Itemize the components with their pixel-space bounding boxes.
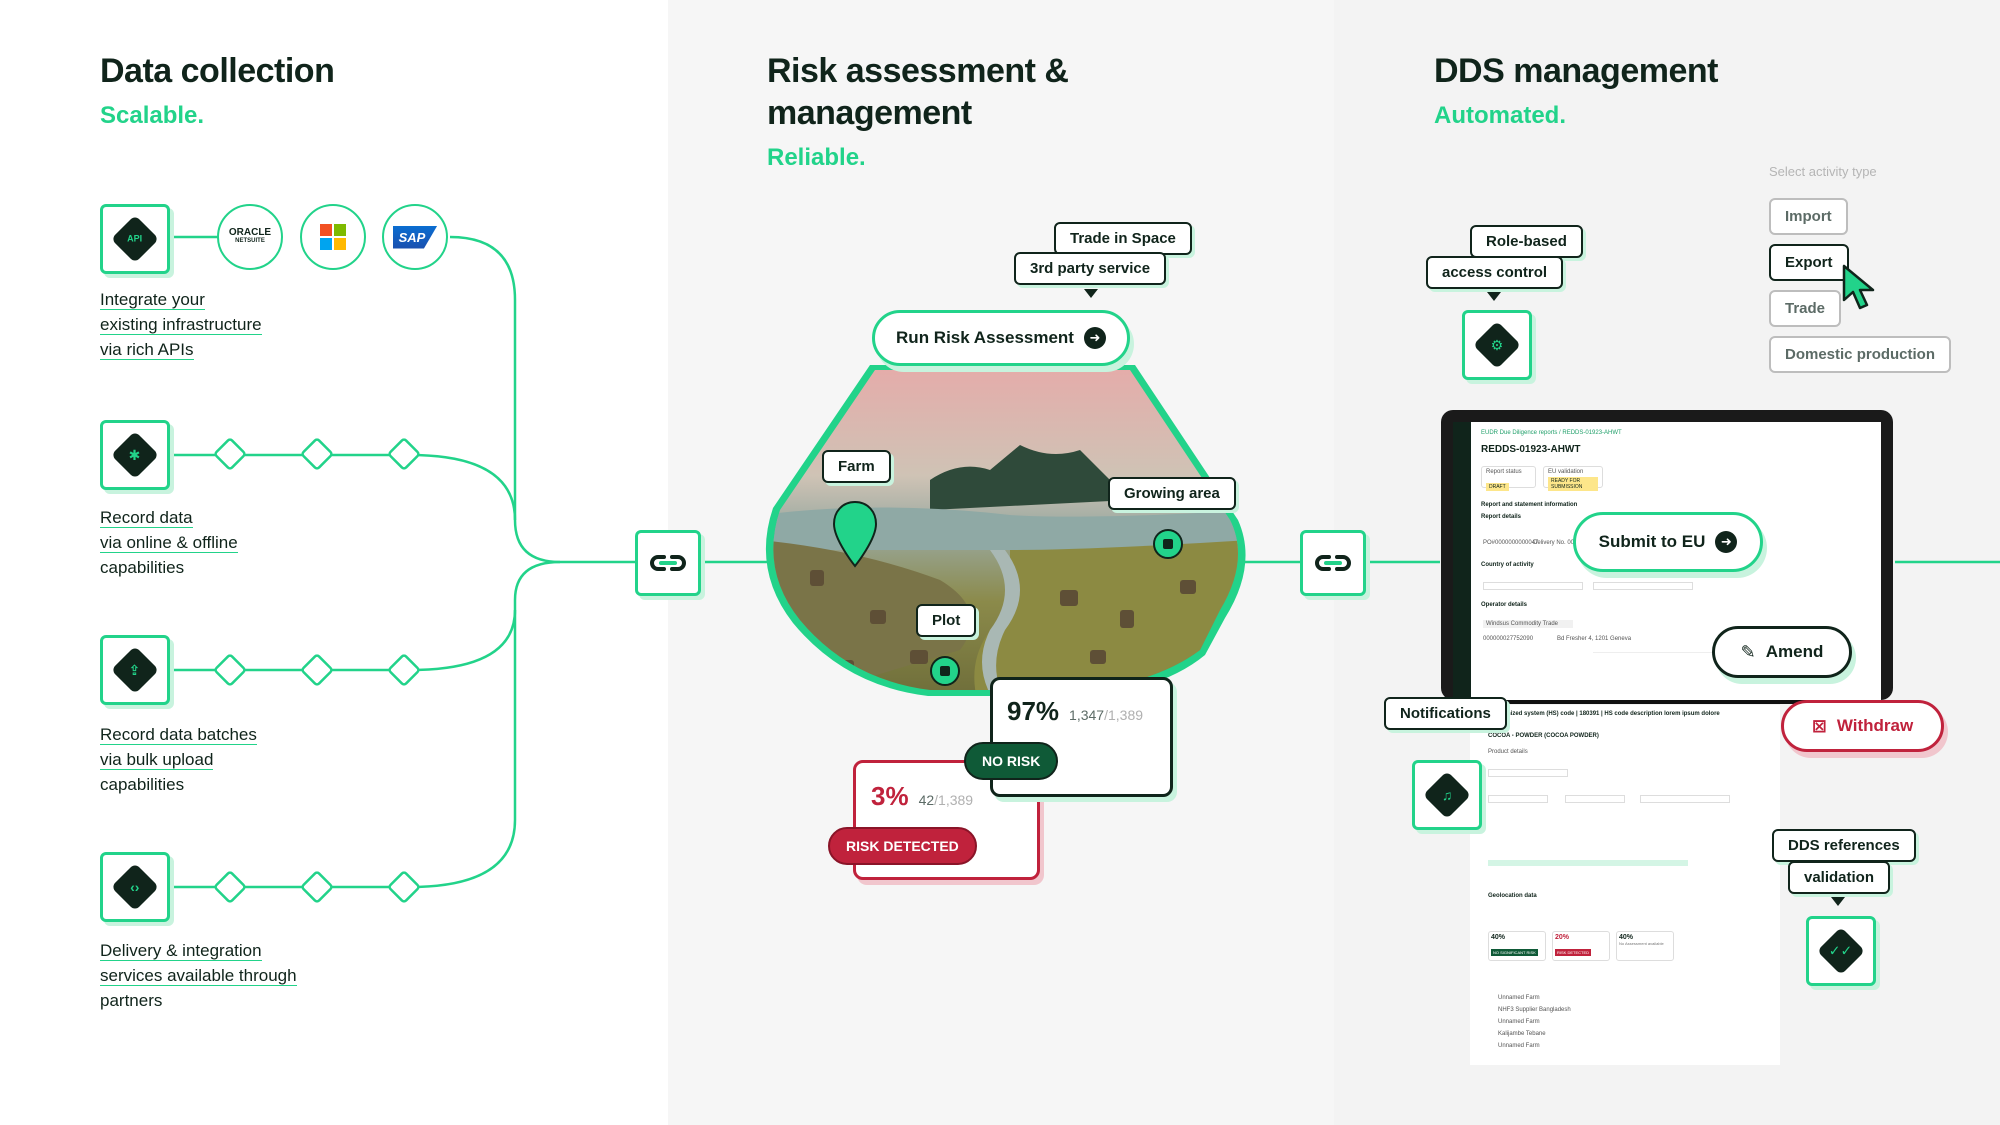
edit-doc-icon: ✎ (1740, 641, 1756, 662)
api-tile[interactable]: API (100, 204, 170, 274)
link-hub-1[interactable] (635, 530, 701, 596)
row-desc-api: Integrate your existing infrastructure v… (100, 290, 262, 360)
activity-option-import[interactable]: Import (1769, 198, 1848, 235)
no-risk-percent: 97% (1007, 696, 1060, 726)
column-title-dds: DDS management (1434, 52, 1718, 90)
column-subtitle-reliable: Reliable. (767, 144, 866, 171)
record-tile[interactable]: ✱ (100, 420, 170, 490)
screen-report-id: REDDS-01923-AHWT (1481, 444, 1581, 455)
tag-pointer (1487, 292, 1501, 301)
double-check-icon: ✓✓ (1816, 926, 1866, 976)
no-risk-count: 1,347 (1069, 707, 1105, 723)
arrow-right-icon: ➜ (1083, 327, 1106, 349)
row-desc-batches: Record data batches via bulk upload capa… (100, 725, 257, 794)
submit-to-eu-button[interactable]: Submit to EU ➜ (1573, 512, 1763, 572)
column-title-risk: Risk assessment & management (767, 52, 1069, 132)
batch-upload-tile[interactable]: ⇪ (100, 635, 170, 705)
arrow-right-icon: ➜ (1715, 531, 1738, 553)
oracle-netsuite-logo: ORACLE NETSUITE (217, 204, 283, 270)
activity-option-export[interactable]: Export (1769, 244, 1849, 281)
column-subtitle-scalable: Scalable. (100, 102, 205, 129)
dds-document: Harmonized system (HS) code | 180391 | H… (1470, 705, 1780, 1065)
user-gear-icon: ⚙ (1472, 320, 1522, 370)
row-desc-delivery: Delivery & integration services availabl… (100, 941, 297, 1010)
no-risk-badge: NO RISK (964, 742, 1059, 780)
access-control-tile[interactable]: ⚙ (1462, 310, 1532, 380)
run-risk-assessment-button[interactable]: Run Risk Assessment ➜ (872, 310, 1130, 366)
plot-marker-icon (930, 656, 960, 686)
risk-detected-percent: 3% (871, 781, 909, 811)
dds-validation-tile[interactable]: ✓✓ (1806, 916, 1876, 986)
notifications-tile[interactable]: ♫ (1412, 760, 1482, 830)
row-nodes (214, 438, 420, 903)
activity-option-domestic[interactable]: Domestic production (1769, 336, 1952, 373)
map-label-farm: Farm (822, 450, 891, 483)
screen-breadcrumb: EUDR Due Diligence reports / REDDS-01923… (1481, 430, 1622, 436)
tag-trade-in-space: Trade in Space (1054, 222, 1192, 255)
farm-pin-icon (832, 500, 878, 568)
map-label-plot: Plot (916, 604, 977, 637)
withdraw-doc-icon: ⊠ (1811, 715, 1827, 736)
integration-tile[interactable]: ‹› (100, 852, 170, 922)
sap-logo: SAP (382, 204, 448, 270)
tag-third-party: 3rd party service (1014, 252, 1167, 285)
amend-button[interactable]: ✎ Amend (1712, 626, 1852, 678)
column-title-data-collection: Data collection (100, 52, 335, 90)
withdraw-button[interactable]: ⊠ Withdraw (1781, 700, 1944, 752)
microsoft-logo (300, 204, 366, 270)
row-desc-record: Record data via online & offline capabil… (100, 508, 238, 577)
link-hub-2[interactable] (1300, 530, 1366, 596)
column-subtitle-automated: Automated. (1434, 102, 1566, 129)
tag-pointer (1084, 289, 1098, 298)
tag-access-control: access control (1426, 256, 1564, 289)
activity-type-label: Select activity type (1769, 164, 1877, 179)
tag-role-based: Role-based (1470, 225, 1583, 258)
tag-dds-references: DDS references (1772, 829, 1916, 862)
map-label-growing-area: Growing area (1108, 477, 1236, 510)
link-icon (650, 555, 686, 571)
link-icon (1315, 555, 1351, 571)
risk-detected-badge: RISK DETECTED (828, 827, 977, 865)
bell-icon: ♫ (1422, 770, 1472, 820)
growing-area-marker-icon (1153, 529, 1183, 559)
tag-notifications: Notifications (1384, 697, 1507, 730)
activity-option-trade[interactable]: Trade (1769, 290, 1842, 327)
tag-validation: validation (1788, 861, 1891, 894)
mouse-cursor-icon (1842, 264, 1875, 310)
risk-detected-count: 42 (918, 792, 935, 808)
tag-pointer (1831, 897, 1845, 906)
laptop-base (1441, 700, 1893, 704)
